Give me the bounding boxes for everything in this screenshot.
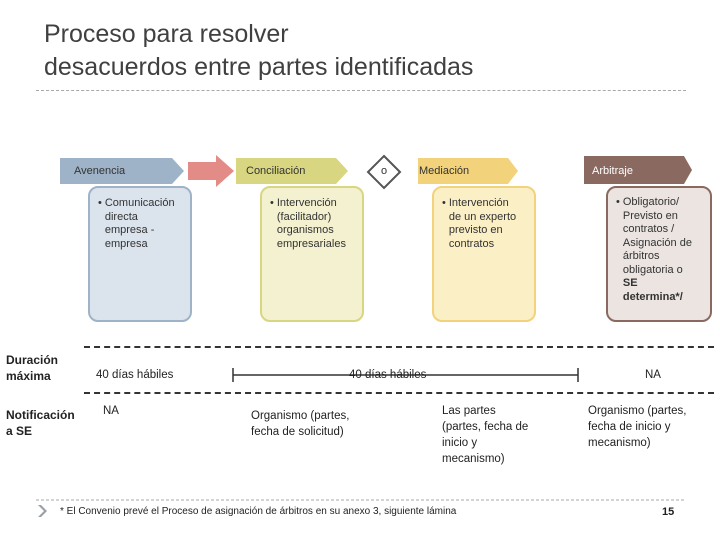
cell-line: Organismo (partes,: [588, 405, 687, 417]
avenencia-arrow: [60, 158, 184, 184]
row-label-line: Duración: [6, 353, 59, 367]
stage-desc-text: Comunicación directa empresa - empresa: [105, 197, 175, 251]
stage-desc-conciliacion: • Intervención (facilitador) organismos …: [270, 197, 354, 251]
desc-line: Asignación de: [622, 236, 692, 249]
title-line-2: desacuerdos entre partes identificadas: [44, 53, 474, 81]
duracion-avenencia: 40 días hábiles: [96, 369, 174, 381]
stage-label-arbitraje: Arbitraje: [592, 165, 633, 177]
title-line-1: Proceso para resolver: [44, 20, 289, 48]
desc-line: determina*/: [622, 290, 683, 303]
cell-line: fecha de inicio y: [588, 421, 671, 433]
stage-box-mediacion: • Intervención de un experto previsto en…: [432, 186, 536, 322]
desc-line: Previsto en: [622, 209, 678, 222]
desc-line: previsto en: [448, 224, 503, 237]
desc-line: árbitros: [622, 250, 660, 262]
desc-line: de un experto: [448, 210, 517, 223]
slide-title: Proceso para resolver desacuerdos entre …: [44, 18, 684, 84]
cell-line: Las partes: [442, 405, 496, 417]
desc-line: SE: [622, 277, 638, 289]
row-label-line: máxima: [6, 369, 51, 383]
desc-line: organismos: [276, 224, 334, 237]
mediacion-arrow: [418, 158, 518, 184]
stage-desc-mediacion: • Intervención de un experto previsto en…: [442, 197, 526, 251]
stage-box-arbitraje: • Obligatorio/ Previsto en contratos / A…: [606, 186, 712, 322]
stage-desc-text: Intervención de un experto previsto en c…: [449, 197, 516, 251]
desc-line: directa: [104, 210, 138, 223]
desc-line: Comunicación: [104, 197, 175, 209]
bullet-dot: •: [442, 197, 446, 209]
desc-line: empresariales: [276, 237, 346, 250]
notificacion-arbitraje: Organismo (partes, fecha de inicio y mec…: [588, 403, 686, 451]
desc-line: Intervención: [448, 197, 509, 209]
stage-box-avenencia: • Comunicación directa empresa - empresa: [88, 186, 192, 322]
desc-line: contratos: [448, 237, 495, 250]
transition-arrow: [188, 155, 234, 187]
bullet-dot: •: [98, 197, 102, 209]
cell-line: mecanismo): [588, 437, 651, 449]
stage-label-conciliacion: Conciliación: [246, 165, 306, 177]
row-label-duracion: Duración máxima: [6, 352, 58, 384]
title-divider: [36, 90, 686, 91]
cell-line: (partes, fecha de: [442, 421, 529, 433]
stage-desc-avenencia: • Comunicación directa empresa - empresa: [98, 197, 182, 251]
row-label-line: a SE: [6, 424, 33, 438]
stage-desc-text: Obligatorio/ Previsto en contratos / Asi…: [623, 196, 692, 304]
stage-desc-text: Intervención (facilitador) organismos em…: [277, 197, 346, 251]
arbitraje-arrow: [584, 156, 692, 184]
conciliacion-arrow: [236, 158, 348, 184]
stage-desc-arbitraje: • Obligatorio/ Previsto en contratos / A…: [616, 196, 702, 304]
desc-line: contratos /: [622, 223, 675, 235]
stage-label-avenencia: Avenencia: [74, 165, 126, 177]
desc-line: (facilitador): [276, 210, 332, 223]
row-divider-middle: [84, 392, 714, 394]
duracion-conciliacion-mediacion: 40 días hábiles: [349, 369, 427, 381]
decision-diamond: [366, 154, 402, 190]
page-number: 15: [662, 506, 675, 518]
cell-line: inicio y: [442, 437, 478, 449]
cell-line: Organismo (partes,: [251, 410, 350, 422]
footnote: * El Convenio prevé el Proceso de asigna…: [60, 506, 457, 517]
row-label-notificacion: Notificación a SE: [6, 407, 75, 439]
desc-line: Intervención: [276, 197, 337, 209]
stage-box-conciliacion: • Intervención (facilitador) organismos …: [260, 186, 364, 322]
connector-symbol: o: [380, 165, 388, 177]
bullet-dot: •: [270, 197, 274, 209]
row-divider-top: [84, 346, 714, 348]
notificacion-avenencia: NA: [103, 405, 119, 417]
desc-line: empresa: [104, 237, 148, 250]
notificacion-conciliacion: Organismo (partes, fecha de solicitud): [251, 408, 349, 440]
desc-line: obligatoria o: [622, 263, 683, 276]
desc-line: empresa -: [104, 224, 155, 237]
footer-chevron-icon: [38, 505, 47, 517]
cell-line: mecanismo): [442, 453, 505, 465]
cell-line: fecha de solicitud): [251, 426, 344, 438]
notificacion-mediacion: Las partes (partes, fecha de inicio y me…: [442, 403, 528, 467]
bullet-dot: •: [616, 196, 620, 208]
row-label-line: Notificación: [6, 408, 75, 422]
stage-label-mediacion: Mediación: [419, 165, 470, 177]
desc-line: Obligatorio/: [622, 196, 680, 208]
duracion-arbitraje: NA: [645, 369, 661, 381]
